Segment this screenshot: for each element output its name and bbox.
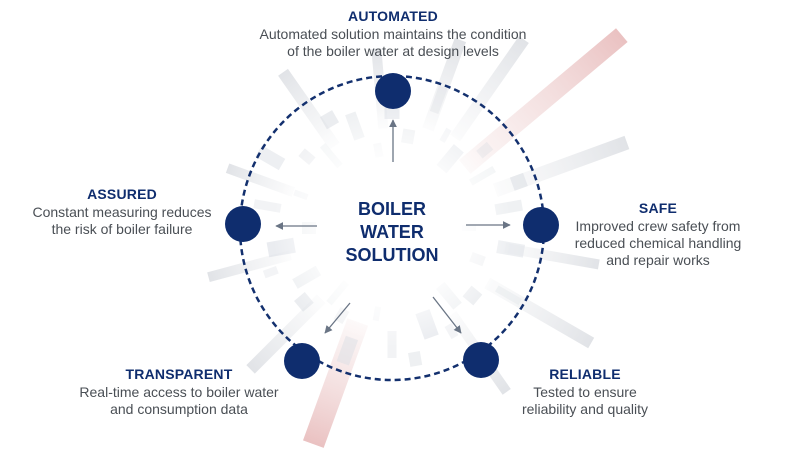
connector-arrows [275,119,511,334]
decorative-beam [207,250,292,283]
node-safe [523,207,559,243]
decorative-segment [336,335,359,366]
center-line-1: BOILER [357,199,426,219]
safe-title: SAFE [638,200,678,216]
label-assured: ASSURED Constant measuring reduces the r… [24,186,220,238]
node-assured [225,206,261,242]
node-reliable [463,342,499,378]
label-transparent: TRANSPARENT Real-time access to boiler w… [64,366,294,418]
decorative-beam [302,318,369,448]
center-title: BOILER WATER SOLUTION [322,198,462,267]
arrow-to-reliable [432,296,462,334]
transparent-desc-1: Real-time access to boiler water [79,384,279,400]
automated-desc-2: of the boiler water at design levels [287,43,499,59]
arrow-to-transparent [324,302,351,334]
decorative-beam [492,135,630,197]
label-reliable: RELIABLE Tested to ensure reliability an… [495,366,675,418]
decorative-beam [246,294,326,374]
assured-desc-2: the risk of boiler failure [51,221,193,237]
decorative-beam [225,163,296,197]
transparent-desc-2: and consumption data [110,401,248,417]
decorative-beam [504,243,600,270]
assured-desc-1: Constant measuring reduces [32,204,212,220]
decorative-beam [484,277,595,349]
decorative-segment [509,172,528,191]
decorative-segment [407,351,423,367]
center-line-3: SOLUTION [345,245,439,265]
reliable-desc-2: reliability and quality [521,401,649,417]
label-safe: SAFE Improved crew safety from reduced c… [558,200,758,269]
transparent-title: TRANSPARENT [125,366,233,382]
center-glow [272,108,512,348]
decorative-beam [422,38,467,132]
assured-title: ASSURED [87,186,157,202]
safe-desc-2: reduced chemical handling [574,235,742,251]
label-automated: AUTOMATED Automated solution maintains t… [230,8,556,60]
decorative-segment [255,145,286,171]
decorative-beam [450,36,529,142]
decorative-segment [495,285,522,306]
safe-desc-1: Improved crew safety from [575,218,741,234]
reliable-title: RELIABLE [549,366,621,382]
safe-desc-3: and repair works [606,252,710,268]
node-automated [375,73,411,109]
node-markers [225,73,559,379]
automated-desc-1: Automated solution maintains the conditi… [259,26,527,42]
decorative-beam [458,28,628,174]
decorative-segment [429,85,448,114]
automated-title: AUTOMATED [348,8,438,24]
node-transparent [284,343,320,379]
center-line-2: WATER [360,222,424,242]
decorative-segment [262,265,279,279]
reliable-desc-1: Tested to ensure [533,384,637,400]
